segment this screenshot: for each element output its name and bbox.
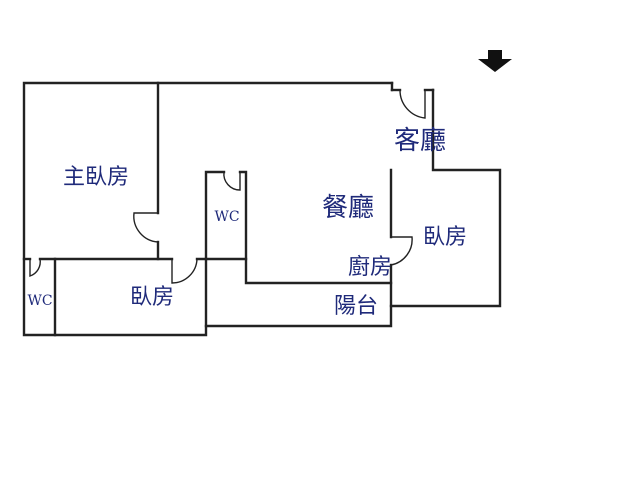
room-label-wc-left: WC bbox=[27, 293, 52, 309]
room-label-master-bedroom: 主臥房 bbox=[63, 165, 129, 190]
room-label-kitchen: 廚房 bbox=[348, 255, 392, 280]
walls bbox=[22, 81, 502, 337]
room-label-bedroom-right: 臥房 bbox=[423, 225, 467, 250]
room-label-dining: 餐廳 bbox=[322, 193, 374, 223]
room-label-living: 客廳 bbox=[394, 126, 446, 156]
room-label-wc-center: WC bbox=[214, 209, 239, 225]
room-label-bedroom-bottom: 臥房 bbox=[130, 285, 174, 310]
room-label-balcony: 陽台 bbox=[334, 294, 378, 319]
entrance-arrow-icon bbox=[478, 50, 512, 72]
